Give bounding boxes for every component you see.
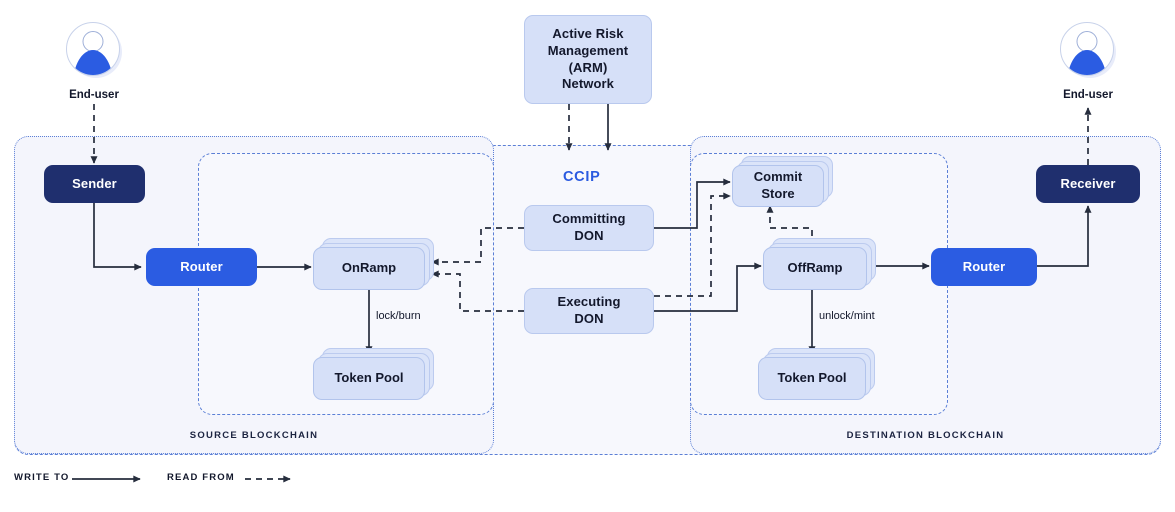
node-committing-don[interactable]: Committing DON xyxy=(524,205,654,251)
arm-line-3: (ARM) xyxy=(568,59,608,75)
node-sender[interactable]: Sender xyxy=(44,165,145,203)
node-offramp[interactable]: OffRamp xyxy=(763,238,876,290)
avatar-body xyxy=(73,50,113,75)
node-token-pool-source[interactable]: Token Pool xyxy=(313,348,434,400)
source-blockchain-label: SOURCE BLOCKCHAIN xyxy=(189,430,319,441)
arm-line-1: Active Risk xyxy=(552,26,624,42)
committing-don-line-2: DON xyxy=(574,228,604,243)
legend-read-from: READ FROM xyxy=(167,472,235,483)
onramp-label: OnRamp xyxy=(313,247,425,290)
user-avatar-icon xyxy=(66,22,120,76)
executing-don-line-1: Executing xyxy=(557,294,621,310)
node-executing-don[interactable]: Executing DON xyxy=(524,288,654,334)
node-arm-network[interactable]: Active Risk Management (ARM) Network xyxy=(524,15,652,104)
node-commit-store[interactable]: Commit Store xyxy=(732,156,833,207)
enduser-right-avatar xyxy=(1060,22,1116,78)
legend-write-to-label: WRITE TO xyxy=(14,472,70,483)
commit-store-label: Commit Store xyxy=(732,165,824,207)
executing-don-line-2: DON xyxy=(574,311,604,326)
arm-line-2: Management xyxy=(547,42,629,58)
enduser-left-avatar xyxy=(66,22,122,78)
enduser-left-label: End-user xyxy=(69,89,119,101)
legend-read-from-label: READ FROM xyxy=(167,472,235,483)
ccip-label: CCIP xyxy=(563,169,601,185)
offramp-label: OffRamp xyxy=(763,247,867,290)
node-token-pool-dest[interactable]: Token Pool xyxy=(758,348,875,400)
commit-store-line-1: Commit xyxy=(753,169,803,185)
enduser-right-label: End-user xyxy=(1063,89,1113,101)
arm-line-4: Network xyxy=(562,76,614,92)
user-avatar-icon xyxy=(1060,22,1114,76)
token-pool-dest-label: Token Pool xyxy=(758,357,866,400)
token-pool-source-label: Token Pool xyxy=(313,357,425,400)
committing-don-line-1: Committing xyxy=(552,211,626,227)
node-onramp[interactable]: OnRamp xyxy=(313,238,434,290)
node-receiver[interactable]: Receiver xyxy=(1036,165,1140,203)
avatar-body xyxy=(1067,50,1107,75)
avatar-head xyxy=(1076,31,1098,52)
destination-blockchain-label: DESTINATION BLOCKCHAIN xyxy=(846,430,1005,441)
node-router-dest[interactable]: Router xyxy=(931,248,1037,286)
commit-store-line-2: Store xyxy=(761,186,795,201)
node-router-source[interactable]: Router xyxy=(146,248,257,286)
edge-label-lock-burn: lock/burn xyxy=(376,310,421,322)
avatar-head xyxy=(82,31,104,52)
legend-write-to: WRITE TO xyxy=(14,472,69,483)
edge-label-unlock-mint: unlock/mint xyxy=(819,310,875,322)
